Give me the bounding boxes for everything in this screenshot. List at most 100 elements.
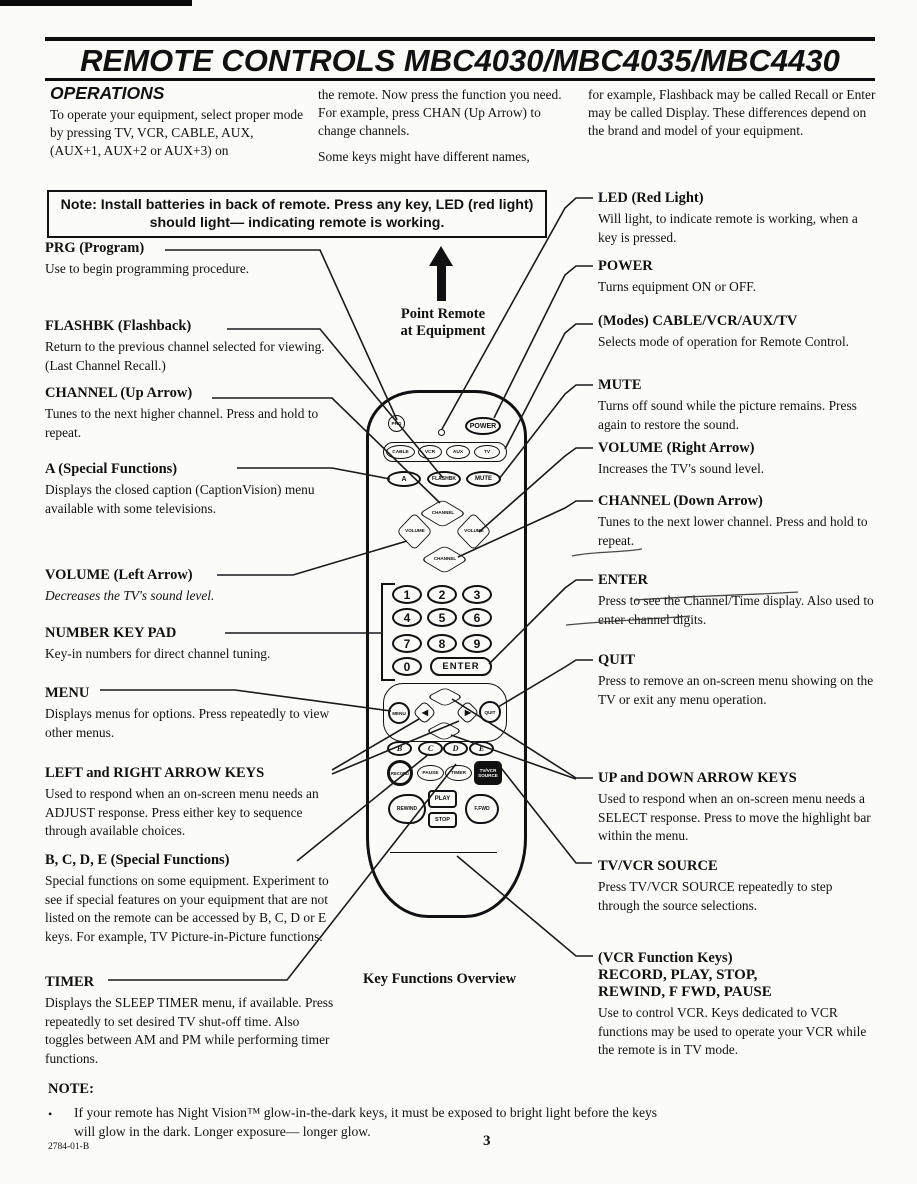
channel-down-label: CHANNEL	[433, 556, 457, 561]
callout-volume-left: VOLUME (Left Arrow) Decreases the TV's s…	[45, 567, 337, 606]
point-remote-label: Point Remote at Equipment	[393, 306, 493, 340]
callout-channel-up: CHANNEL (Up Arrow) Tunes to the next hig…	[45, 385, 337, 442]
callout-body: Press TV/VCR SOURCE repeatedly to step t…	[598, 879, 833, 913]
callout-a-key: A (Special Functions) Displays the close…	[45, 461, 337, 518]
battery-note-box: Note: Install batteries in back of remot…	[47, 190, 547, 238]
callout-body: Displays menus for options. Press repeat…	[45, 706, 330, 740]
callout-body: Displays the closed caption (CaptionVisi…	[45, 482, 315, 516]
title-rule-top	[45, 37, 875, 41]
callout-heading: (Modes) CABLE/VCR/AUX/TV	[598, 313, 798, 329]
intro-column-3: for example, Flashback may be called Rec…	[588, 86, 876, 140]
timer-button: TIMER	[445, 765, 472, 781]
callout-mute: MUTE Turns off sound while the picture r…	[598, 377, 874, 434]
digit-6-button: 6	[462, 608, 492, 627]
digit-3-button: 3	[462, 585, 492, 604]
point-remote-line2: at Equipment	[400, 323, 486, 339]
rewind-button: REWIND	[388, 794, 426, 824]
callout-heading: VOLUME (Left Arrow)	[45, 567, 193, 583]
callout-body: Tunes to the next lower channel. Press a…	[598, 514, 868, 548]
digit-5-button: 5	[427, 608, 457, 627]
callout-body: Used to respond when an on-screen menu n…	[598, 791, 871, 843]
stop-button: STOP	[428, 812, 457, 828]
callout-body: Use to control VCR. Keys dedicated to VC…	[598, 1005, 867, 1057]
callout-body: Increases the TV's sound level.	[598, 461, 765, 476]
e-button: E	[469, 741, 494, 756]
figure-caption: Key Functions Overview	[363, 971, 517, 987]
callout-heading: LEFT and RIGHT ARROW KEYS	[45, 765, 265, 781]
digit-9-button: 9	[462, 634, 492, 653]
callout-body: Key-in numbers for direct channel tuning…	[45, 646, 271, 661]
d-button: D	[443, 741, 468, 756]
intro-col2-p1: the remote. Now press the function you n…	[318, 87, 562, 138]
digit-0-button: 0	[392, 657, 422, 676]
tv-vcr-source-button: TV/VCR SOURCE	[474, 761, 502, 785]
callout-body: Tunes to the next higher channel. Press …	[45, 406, 319, 440]
bullet-icon: •	[48, 1107, 53, 1121]
digit-2-button: 2	[427, 585, 457, 604]
callout-heading: POWER	[598, 258, 653, 274]
ffwd-button: F.FWD	[465, 794, 499, 824]
callout-body: Special functions on some equipment. Exp…	[45, 873, 329, 944]
volume-left-label: VOLUME	[405, 528, 425, 533]
callout-volume-right: VOLUME (Right Arrow) Increases the TV's …	[598, 440, 874, 479]
scan-artifact-strip	[0, 0, 192, 6]
flashbk-button: FLASHBK	[427, 471, 461, 487]
callout-heading: FLASHBK (Flashback)	[45, 318, 192, 334]
callout-heading: PRG (Program)	[45, 240, 145, 256]
callout-heading: TV/VCR SOURCE	[598, 858, 718, 874]
power-button: POWER	[465, 417, 501, 435]
left-arrow-glyph: ◀	[421, 708, 429, 717]
callout-heading: CHANNEL (Down Arrow)	[598, 493, 763, 509]
callout-heading: MUTE	[598, 377, 642, 393]
intro-column-1: OPERATIONS To operate your equipment, se…	[50, 84, 306, 160]
digit-8-button: 8	[427, 634, 457, 653]
aux-mode-button: AUX	[446, 445, 470, 459]
digit-4-button: 4	[392, 608, 422, 627]
callout-bcde: B, C, D, E (Special Functions) Special f…	[45, 852, 337, 946]
vcr-mode-button: VCR	[418, 445, 442, 459]
a-button: A	[387, 471, 421, 487]
battery-compartment-line	[390, 852, 497, 853]
mute-button: MUTE	[466, 471, 501, 487]
callout-up-down-arrows: UP and DOWN ARROW KEYS Used to respond w…	[598, 770, 874, 846]
callout-number-pad: NUMBER KEY PAD Key-in numbers for direct…	[45, 625, 337, 664]
right-arrow-glyph: ▶	[464, 708, 472, 717]
title-rule-bottom	[45, 78, 875, 81]
record-button: RECORD	[387, 760, 413, 786]
cable-mode-button: CABLE	[386, 445, 415, 459]
intro-column-2: the remote. Now press the function you n…	[318, 86, 570, 166]
callout-body: Turns equipment ON or OFF.	[598, 279, 757, 294]
bottom-note-heading: NOTE:	[48, 1081, 94, 1097]
operations-heading: OPERATIONS	[50, 83, 165, 103]
callout-timer: TIMER Displays the SLEEP TIMER menu, if …	[45, 974, 337, 1068]
callout-heading: ENTER	[598, 572, 648, 588]
callout-modes: (Modes) CABLE/VCR/AUX/TV Selects mode of…	[598, 313, 874, 352]
point-remote-line1: Point Remote	[400, 306, 486, 322]
callout-body: Selects mode of operation for Remote Con…	[598, 334, 850, 349]
callout-body: Use to begin programming procedure.	[45, 261, 250, 276]
callout-heading: B, C, D, E (Special Functions)	[45, 852, 230, 868]
pause-button: PAUSE	[417, 765, 444, 781]
callout-body: Decreases the TV's sound level.	[45, 588, 215, 603]
callout-heading-line3: REWIND, F FWD, PAUSE	[598, 984, 772, 1000]
play-button: PLAY	[428, 790, 457, 808]
callout-led: LED (Red Light) Will light, to indicate …	[598, 190, 874, 247]
callout-menu: MENU Displays menus for options. Press r…	[45, 685, 337, 742]
intro-col3-text: for example, Flashback may be called Rec…	[588, 87, 876, 138]
bottom-note-text: If your remote has Night Vision™ glow-in…	[74, 1105, 658, 1139]
callout-heading: (VCR Function Keys)	[598, 950, 733, 966]
led-indicator	[438, 429, 445, 436]
callout-heading: NUMBER KEY PAD	[45, 625, 177, 641]
volume-right-label: VOLUME	[464, 528, 484, 533]
up-arrow-icon	[429, 246, 453, 266]
callout-body: Used to respond when an on-screen menu n…	[45, 786, 319, 838]
callout-prg: PRG (Program) Use to begin programming p…	[45, 240, 337, 279]
digit-1-button: 1	[392, 585, 422, 604]
intro-col2-p2: Some keys might have different names,	[318, 149, 530, 164]
digit-7-button: 7	[392, 634, 422, 653]
up-arrow-stem	[437, 264, 446, 301]
b-button: B	[387, 741, 412, 756]
keypad-bracket	[381, 583, 395, 681]
callout-body: Press to see the Channel/Time display. A…	[598, 593, 874, 627]
channel-up-label: CHANNEL	[431, 510, 455, 515]
